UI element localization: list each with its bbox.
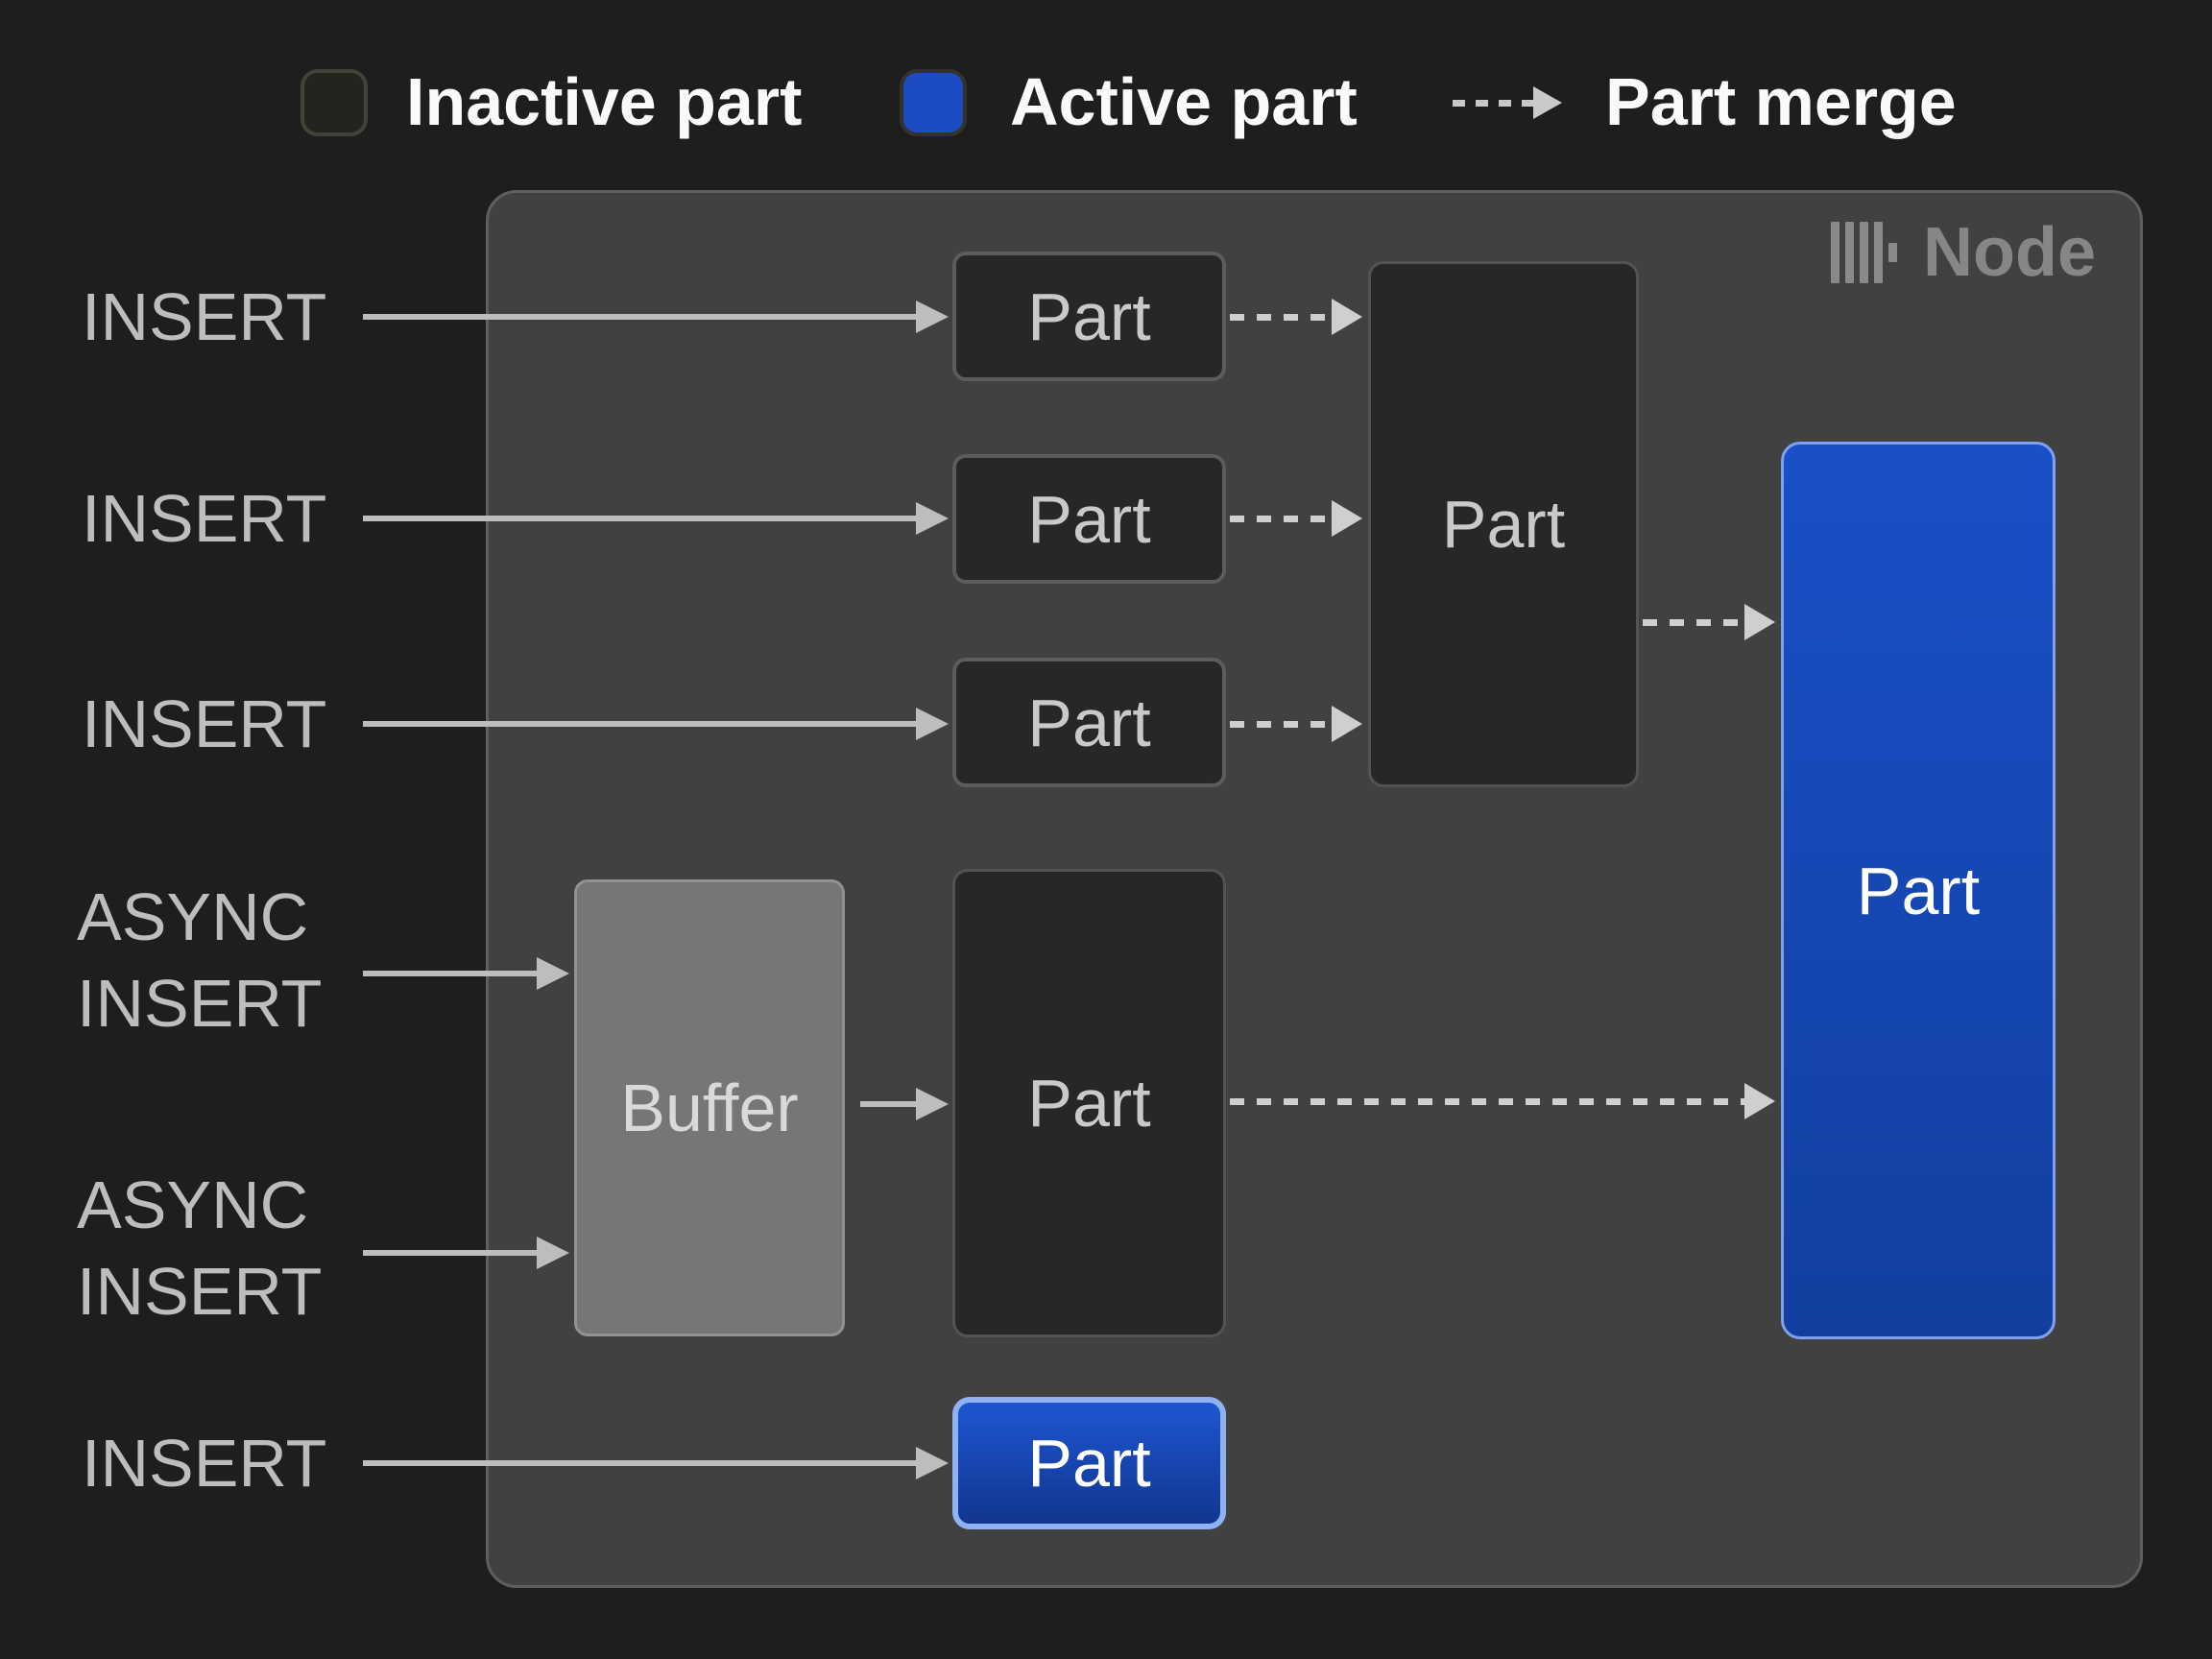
legend-active-swatch bbox=[900, 69, 967, 136]
merge-arrow-3-line bbox=[1230, 721, 1332, 728]
legend-merge-arrow-line bbox=[1453, 100, 1533, 107]
insert-arrow-bottom-line bbox=[363, 1460, 916, 1466]
insert-arrow-bottom-head bbox=[916, 1447, 949, 1479]
bottom-part-label: Part bbox=[1027, 1426, 1151, 1501]
async-insert-arrow-2-head bbox=[537, 1237, 569, 1269]
insert-arrow-2-head bbox=[916, 502, 949, 535]
async-insert-arrow-2-line bbox=[363, 1250, 537, 1256]
async-insert-arrow-1-line bbox=[363, 971, 537, 976]
part-box-1-label: Part bbox=[1027, 278, 1151, 354]
part-box-2: Part bbox=[952, 454, 1226, 584]
merge-arrow-final-head bbox=[1744, 604, 1775, 640]
merge-arrow-1-head bbox=[1332, 299, 1362, 335]
buffered-part-label: Part bbox=[1027, 1066, 1151, 1141]
clickhouse-logo-icon bbox=[1831, 222, 1897, 283]
part-box-2-label: Part bbox=[1027, 481, 1151, 557]
legend-merge-label: Part merge bbox=[1605, 64, 1957, 139]
merge-arrow-2-line bbox=[1230, 516, 1332, 522]
insert-label-3: INSERT bbox=[82, 686, 327, 761]
merged-part-box: Part bbox=[1368, 261, 1639, 787]
insert-arrow-3-head bbox=[916, 708, 949, 740]
insert-label-2: INSERT bbox=[82, 481, 327, 556]
insert-label-1: INSERT bbox=[82, 279, 327, 354]
legend-inactive-label: Inactive part bbox=[406, 64, 803, 139]
legend-inactive-swatch bbox=[301, 69, 368, 136]
merged-part-label: Part bbox=[1441, 487, 1566, 562]
legend-active-label: Active part bbox=[1010, 64, 1358, 139]
active-part-label: Part bbox=[1856, 853, 1981, 928]
node-title: Node bbox=[1923, 214, 2096, 291]
bottom-part-box: Part bbox=[952, 1397, 1226, 1529]
merge-arrow-2-head bbox=[1332, 500, 1362, 537]
buffer-box: Buffer bbox=[574, 879, 845, 1336]
part-box-3: Part bbox=[952, 658, 1226, 787]
part-box-1: Part bbox=[952, 252, 1226, 381]
async-insert-label-1: ASYNC INSERT bbox=[77, 879, 323, 1041]
part-box-3-label: Part bbox=[1027, 685, 1151, 760]
buffered-part-box: Part bbox=[952, 869, 1226, 1337]
active-part-box: Part bbox=[1781, 442, 2056, 1339]
merge-arrow-final-line bbox=[1643, 619, 1744, 626]
merge-arrow-1-line bbox=[1230, 314, 1332, 321]
buffer-flush-arrow-line bbox=[860, 1101, 916, 1107]
insert-arrow-2-line bbox=[363, 516, 916, 521]
merge-arrow-3-head bbox=[1332, 706, 1362, 742]
buffer-label: Buffer bbox=[620, 1070, 799, 1145]
async-insert-label-2: ASYNC INSERT bbox=[77, 1167, 323, 1329]
async-insert-arrow-1-head bbox=[537, 957, 569, 990]
insert-arrow-3-line bbox=[363, 721, 916, 727]
buffer-flush-arrow-head bbox=[916, 1088, 949, 1120]
insert-label-bottom: INSERT bbox=[82, 1426, 327, 1501]
legend-merge-arrow-head bbox=[1533, 86, 1562, 119]
merge-arrow-buffered-line bbox=[1230, 1098, 1744, 1105]
insert-arrow-1-head bbox=[916, 301, 949, 333]
insert-arrow-1-line bbox=[363, 314, 916, 320]
merge-arrow-buffered-head bbox=[1744, 1083, 1775, 1119]
